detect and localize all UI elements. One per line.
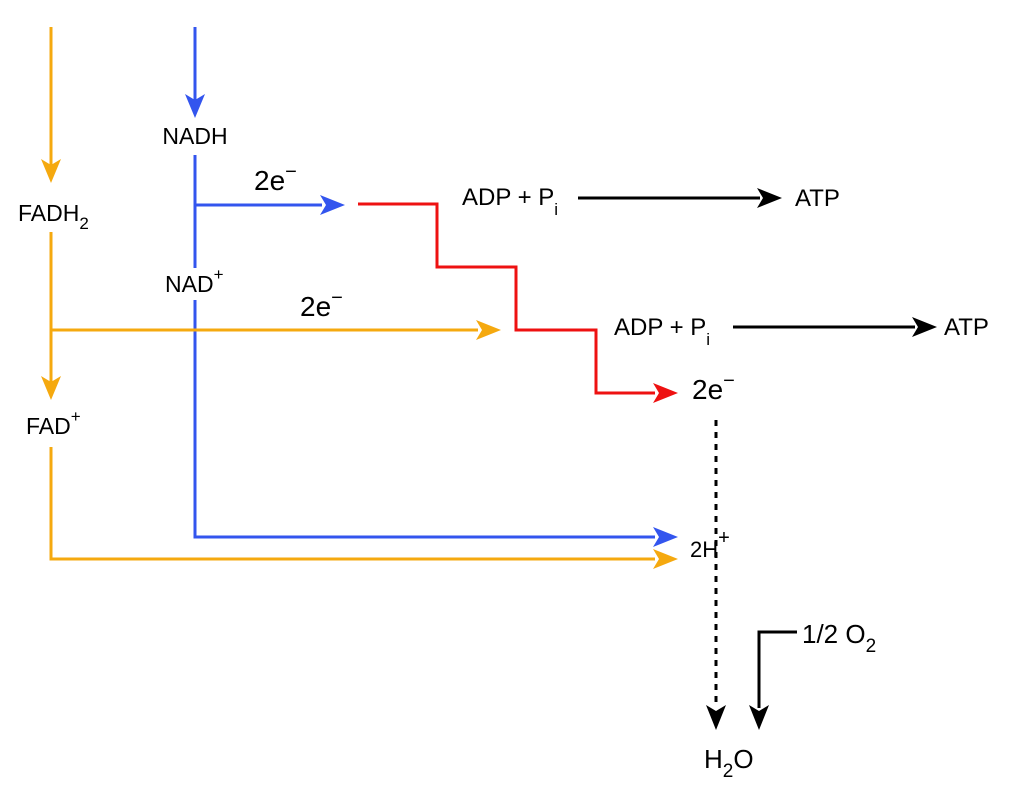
electrons-label-fadh2: 2e− [300,287,343,322]
electrons-superscript: − [331,287,343,309]
fad-proton-arrowhead [653,549,678,569]
pi-subscript: i [706,330,710,349]
water-h: H [704,744,723,774]
fadh2-subscript: 2 [79,214,88,233]
water-subscript: 2 [723,761,734,782]
protons-text: 2H [690,537,718,562]
fadh2-input-arrowhead [41,159,61,183]
nadh-label: NADH [162,123,227,149]
fad-plus-label: FAD+ [26,407,81,439]
oxygen-subscript: 2 [866,636,877,657]
nad-proton-arrowhead [653,527,678,547]
fad-to-proton-arrow [49,447,655,561]
electron-step-arrowhead [653,383,678,403]
adp-pi-text: ADP + P [462,184,554,211]
adp-pi-label-2: ADP + Pi [614,314,710,349]
atp-arrowhead-1 [757,188,782,208]
nad-superscript: + [214,265,224,284]
water-label: H2O [704,744,754,782]
fad-superscript: + [71,407,81,426]
fadh2-label: FADH2 [18,200,89,233]
adp-pi-label-1: ADP + Pi [462,184,558,219]
atp-label-1: ATP [795,185,840,212]
protons-superscript: + [718,527,730,549]
electrons-superscript: − [285,161,297,183]
electrons-text: 2e [300,291,331,322]
electrons-text: 2e [692,374,723,405]
nadh-input-arrowhead [185,94,205,118]
nadh-electron-arrowhead [320,195,345,215]
electrons-superscript: − [723,370,735,392]
nad-text: NAD [165,271,214,297]
protons-label: 2H+ [690,527,730,562]
nad-plus-label: NAD+ [165,265,224,297]
half-oxygen-label: 1/2 O2 [802,619,876,657]
oxygen-arrowhead [749,705,769,730]
electron-step-path [358,202,655,395]
water-dashed-arrowhead [706,705,726,730]
fadh2-down-arrowhead [41,376,61,400]
water-o: O [733,744,753,774]
fad-text: FAD [26,413,71,439]
oxygen-input-arrow [757,630,797,708]
electrons-label-nadh: 2e− [254,161,297,196]
fadh2-electron-arrowhead [476,320,501,340]
pi-subscript: i [554,200,558,219]
electrons-label-final: 2e− [692,370,735,405]
nad-to-proton-arrow [193,300,655,539]
half-oxygen-text: 1/2 O [802,619,866,649]
fadh-text: FADH [18,200,79,226]
electrons-text: 2e [254,165,285,196]
adp-pi-text: ADP + P [614,314,706,341]
atp-arrowhead-2 [912,317,937,337]
atp-label-2: ATP [944,314,989,341]
